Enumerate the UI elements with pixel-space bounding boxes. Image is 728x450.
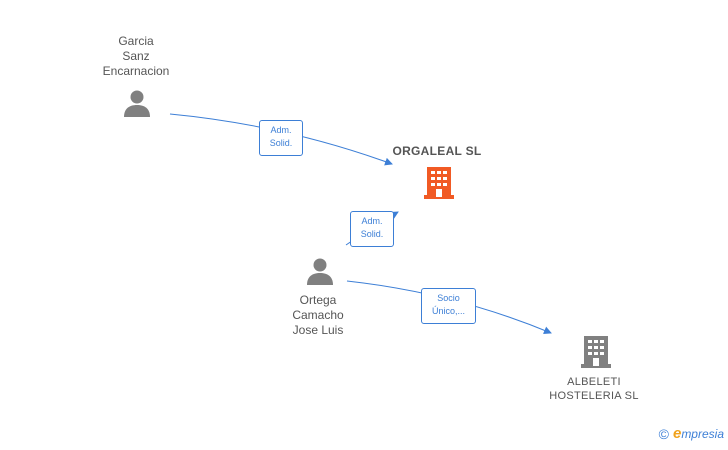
edge-label-line: Adm. <box>270 125 292 135</box>
person-name-line: Camacho <box>292 308 344 322</box>
edge-label-socio-unico[interactable]: Socio Único,... <box>421 288 476 324</box>
building-icon[interactable] <box>579 334 613 368</box>
person-name-ortega[interactable]: Ortega Camacho Jose Luis <box>258 293 378 338</box>
company-name-albeleti[interactable]: ALBELETI HOSTELERIA SL <box>524 375 664 403</box>
person-icon[interactable] <box>122 89 152 119</box>
person-name-line: Garcia <box>118 34 154 48</box>
brand-name: mpresia <box>681 427 724 441</box>
person-icon[interactable] <box>305 257 335 287</box>
edge-label-line: Solid. <box>360 229 384 239</box>
edge-label-adm-solid[interactable]: Adm. Solid. <box>259 120 303 156</box>
company-name-line: HOSTELERIA SL <box>549 390 639 402</box>
empresia-logo[interactable]: © empresia <box>659 425 724 442</box>
brand-initial: e <box>672 425 682 442</box>
person-name-line: Sanz <box>122 49 150 63</box>
copyright-icon: © <box>658 425 669 442</box>
person-name-line: Encarnacion <box>102 64 170 78</box>
edge-label-line: Único,... <box>431 306 465 316</box>
company-name-orgaleal[interactable]: ORGALEAL SL <box>392 144 482 158</box>
edge-label-line: Socio <box>437 293 460 303</box>
building-icon[interactable] <box>422 165 456 199</box>
edge-label-adm-solid[interactable]: Adm. Solid. <box>350 211 394 247</box>
person-name-line: Jose Luis <box>292 323 344 337</box>
edge-label-line: Adm. <box>361 216 383 226</box>
edge-label-line: Solid. <box>269 138 293 148</box>
company-name-line: ALBELETI <box>567 376 621 388</box>
person-name-garcia[interactable]: Garcia Sanz Encarnacion <box>76 34 196 79</box>
person-name-line: Ortega <box>299 293 337 307</box>
